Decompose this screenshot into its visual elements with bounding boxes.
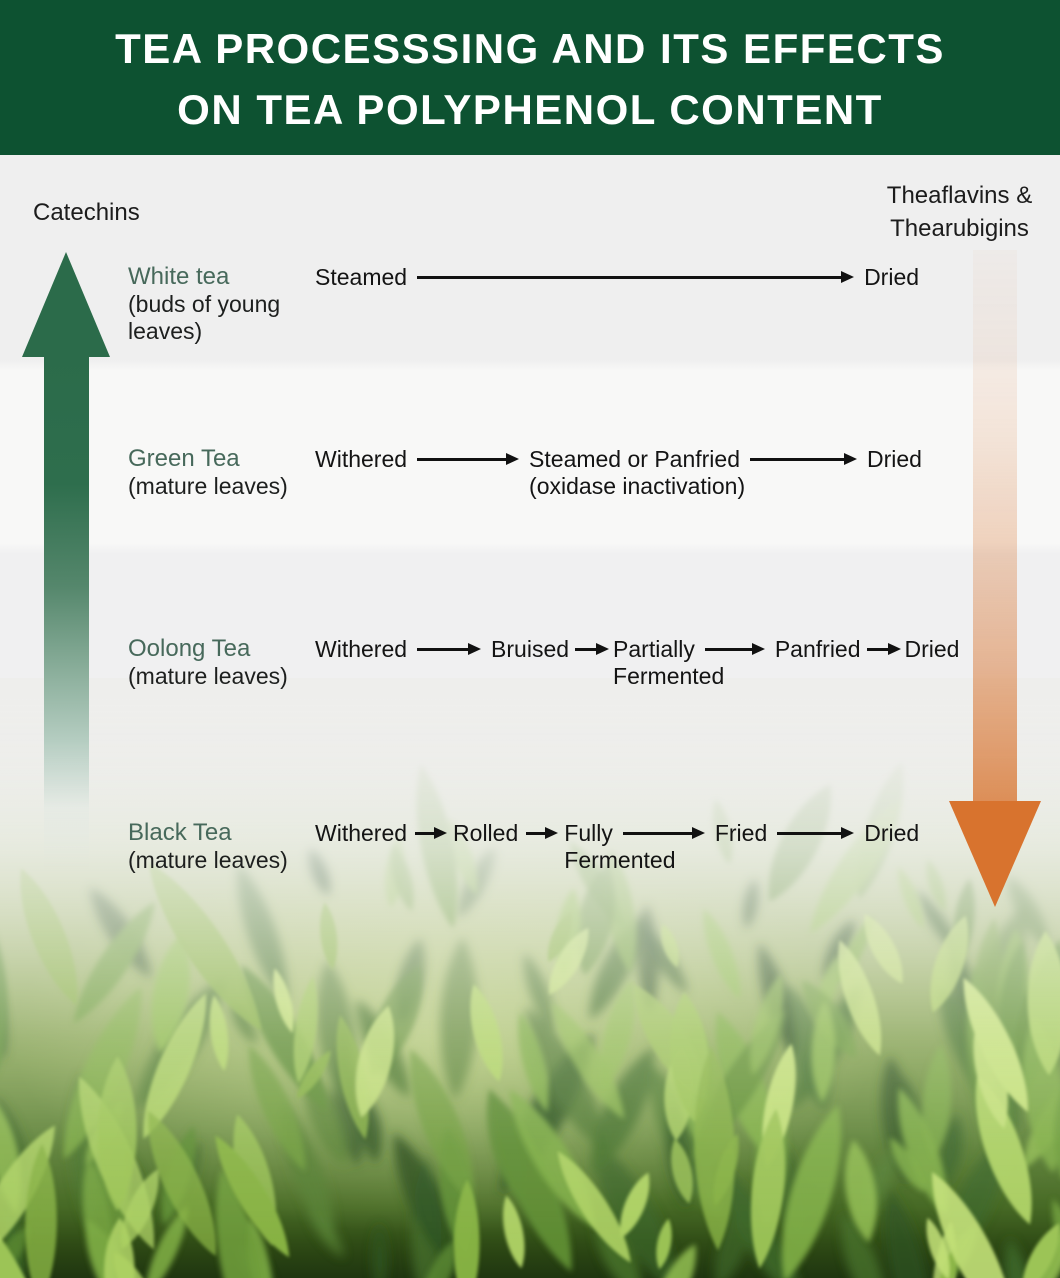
flow-arrow-icon xyxy=(526,827,559,839)
tea-field-photo xyxy=(0,678,1060,1278)
diagram-area: Catechins Theaflavins & Thearubigins Whi… xyxy=(0,155,1060,1278)
step-dried: Dried xyxy=(905,635,960,663)
tea-label-oolong: Oolong Tea (mature leaves) xyxy=(128,635,315,690)
step-dried: Dried xyxy=(867,445,922,473)
theaflavins-label-line-1: Theaflavins & xyxy=(886,182,1033,209)
process-steps-white: Steamed Dried xyxy=(315,263,919,291)
tea-desc: (mature leaves) xyxy=(128,473,288,499)
flow-arrow-icon xyxy=(750,453,857,465)
step-withered: Withered xyxy=(315,445,407,473)
tea-desc: (mature leaves) xyxy=(128,847,288,873)
tea-name: Green Tea xyxy=(128,445,240,472)
step-label: Dried xyxy=(864,820,920,846)
step-label: Fried xyxy=(714,820,768,846)
step-dried: Dried xyxy=(864,819,919,847)
catechins-up-arrow-shaft xyxy=(44,355,89,870)
step-label: Withered xyxy=(315,636,408,662)
step-sublabel: Fermented xyxy=(564,847,676,873)
step-label: Dried xyxy=(904,636,960,662)
theaflavins-label-line-2: Thearubigins xyxy=(890,215,1029,242)
flow-arrow-icon xyxy=(777,827,855,839)
step-sublabel: Fermented xyxy=(613,663,725,689)
step-bruised: Bruised xyxy=(491,635,569,663)
tea-label-green: Green Tea (mature leaves) xyxy=(128,445,315,500)
step-label: Withered xyxy=(315,820,408,846)
step-label: Withered xyxy=(315,446,408,472)
mist-overlay xyxy=(0,678,1060,1278)
flow-arrow-icon xyxy=(417,643,482,655)
page-title: TEA PROCESSSING AND ITS EFFECTS ON TEA P… xyxy=(0,0,1060,140)
theaflavins-label: Theaflavins & Thearubigins xyxy=(877,179,1042,245)
catechins-up-arrow-icon xyxy=(22,252,110,357)
step-partially-fermented: Partially Fermented xyxy=(613,635,724,689)
step-fully-fermented: Fully Fermented xyxy=(564,819,675,873)
row-white-tea: White tea (buds of young leaves) Steamed… xyxy=(128,263,1043,345)
flow-arrow-icon xyxy=(415,827,448,839)
flow-arrow-icon xyxy=(622,827,705,839)
flow-arrow-icon xyxy=(704,643,765,655)
step-withered: Withered xyxy=(315,635,407,663)
tea-name: Black Tea xyxy=(128,819,232,846)
process-steps-oolong: Withered Bruised Partially Fermented Pan… xyxy=(315,635,960,689)
row-green-tea: Green Tea (mature leaves) Withered Steam… xyxy=(128,445,1043,500)
process-steps-green: Withered Steamed or Panfried (oxidase in… xyxy=(315,445,922,499)
step-dried: Dried xyxy=(864,263,919,291)
title-line-1: TEA PROCESSSING AND ITS EFFECTS xyxy=(115,25,945,72)
step-label: Partially xyxy=(613,636,695,662)
theaflavins-down-arrow-icon xyxy=(949,801,1041,907)
tea-desc: (buds of young leaves) xyxy=(128,291,281,344)
step-steamed: Steamed xyxy=(315,263,407,291)
step-withered: Withered xyxy=(315,819,407,847)
step-label: Rolled xyxy=(453,820,519,846)
step-label: Bruised xyxy=(491,636,570,662)
row-black-tea: Black Tea (mature leaves) Withered Rolle… xyxy=(128,819,1043,874)
tea-name: Oolong Tea xyxy=(128,635,251,662)
row-oolong-tea: Oolong Tea (mature leaves) Withered Brui… xyxy=(128,635,1043,690)
title-line-2: ON TEA POLYPHENOL CONTENT xyxy=(177,86,883,133)
step-fried: Fried xyxy=(715,819,767,847)
theaflavins-down-arrow-shaft xyxy=(973,250,1017,803)
step-sublabel: (oxidase inactivation) xyxy=(529,473,746,499)
tea-label-black: Black Tea (mature leaves) xyxy=(128,819,315,874)
process-steps-black: Withered Rolled Fully Fermented Fried Dr… xyxy=(315,819,919,873)
step-rolled: Rolled xyxy=(453,819,518,847)
tea-label-white: White tea (buds of young leaves) xyxy=(128,263,315,345)
step-label: Panfried xyxy=(774,636,861,662)
flow-arrow-icon xyxy=(575,643,610,655)
step-label: Steamed or Panfried xyxy=(529,446,740,472)
step-steamed-or-panfried: Steamed or Panfried (oxidase inactivatio… xyxy=(529,445,745,499)
step-label: Fully xyxy=(564,820,613,846)
tea-desc: (mature leaves) xyxy=(128,663,288,689)
step-panfried: Panfried xyxy=(775,635,861,663)
flow-arrow-icon xyxy=(417,453,520,465)
step-label: Steamed xyxy=(315,264,408,290)
flow-arrow-icon xyxy=(866,643,901,655)
flow-arrow-icon xyxy=(417,271,855,283)
step-label: Dried xyxy=(867,446,922,472)
tea-name: White tea xyxy=(128,263,230,290)
catechins-label: Catechins xyxy=(33,199,140,226)
header: TEA PROCESSSING AND ITS EFFECTS ON TEA P… xyxy=(0,0,1060,155)
step-label: Dried xyxy=(864,264,920,290)
